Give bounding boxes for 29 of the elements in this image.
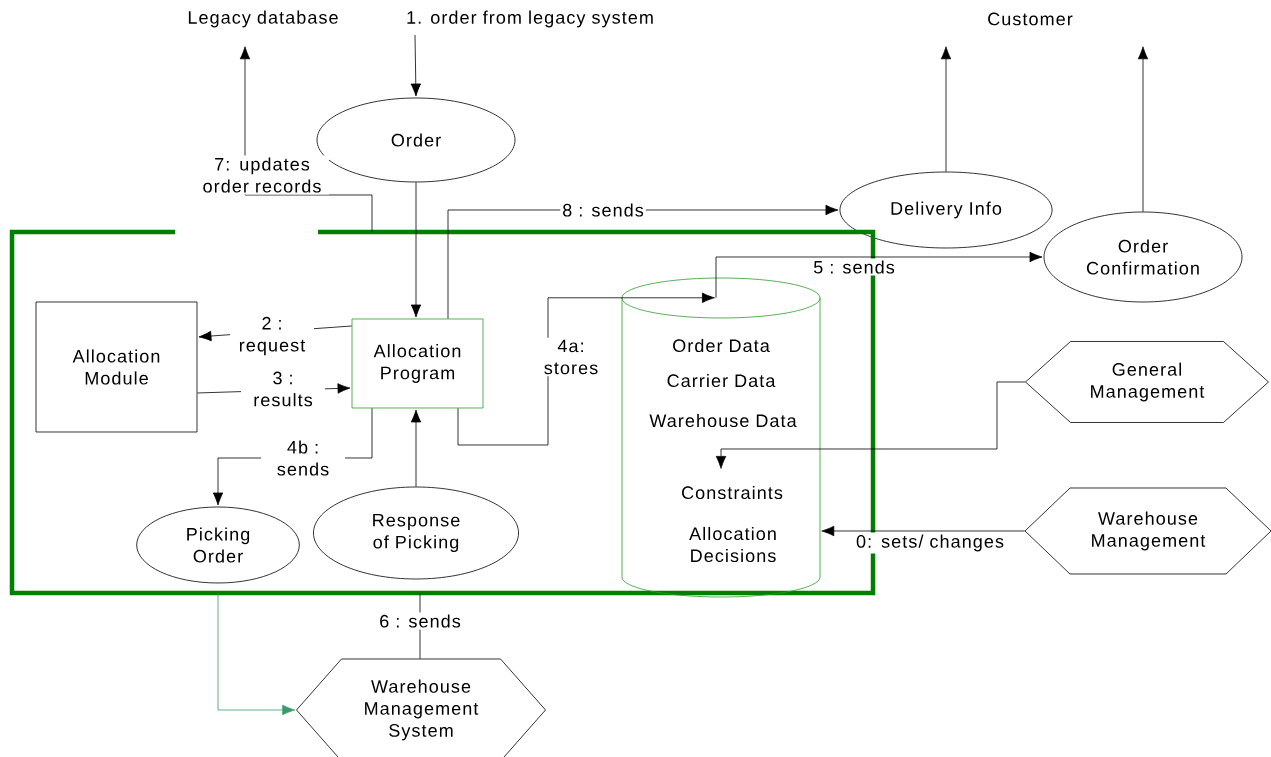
edge-label: 2 : request bbox=[230, 314, 314, 358]
edge-label: 6 : sends bbox=[377, 612, 463, 630]
arrow bbox=[1137, 46, 1149, 212]
entity-label: Customer bbox=[988, 12, 1073, 26]
edge-label: 8 : sends bbox=[560, 201, 646, 219]
entity-hexagon: General Management bbox=[1025, 341, 1269, 423]
edge-label: 5 : sends bbox=[811, 258, 897, 276]
edge-label: 4b : sends bbox=[261, 438, 345, 478]
arrow bbox=[410, 34, 421, 97]
entity-label: Legacy database bbox=[188, 10, 338, 28]
process-box: Allocation Module bbox=[35, 301, 198, 433]
arrow bbox=[217, 592, 296, 716]
process-box: Allocation Program bbox=[351, 318, 484, 409]
entity-hexagon: Warehouse Management bbox=[1024, 487, 1271, 575]
edge-label: 1. order from legacy system bbox=[404, 8, 656, 30]
edge-label: 0: sets/ changes bbox=[853, 532, 1007, 554]
arrow bbox=[715, 381, 1026, 469]
arrow bbox=[239, 46, 373, 233]
edge-label: 4a: stores bbox=[529, 337, 613, 377]
arrow bbox=[410, 182, 422, 318]
entity-hexagon: Warehouse Management System bbox=[296, 658, 546, 757]
arrow bbox=[410, 409, 422, 487]
edge-label: 3 : results bbox=[241, 369, 325, 409]
arrow bbox=[940, 46, 952, 172]
edge-label: 7: updates order records bbox=[195, 155, 329, 195]
arrow bbox=[715, 251, 1043, 299]
arrow bbox=[457, 292, 715, 446]
data-store-cylinder: Order Data Carrier Data Warehouse Data Constraints Allocation Decisions bbox=[649, 338, 797, 563]
arrow bbox=[821, 525, 1026, 537]
